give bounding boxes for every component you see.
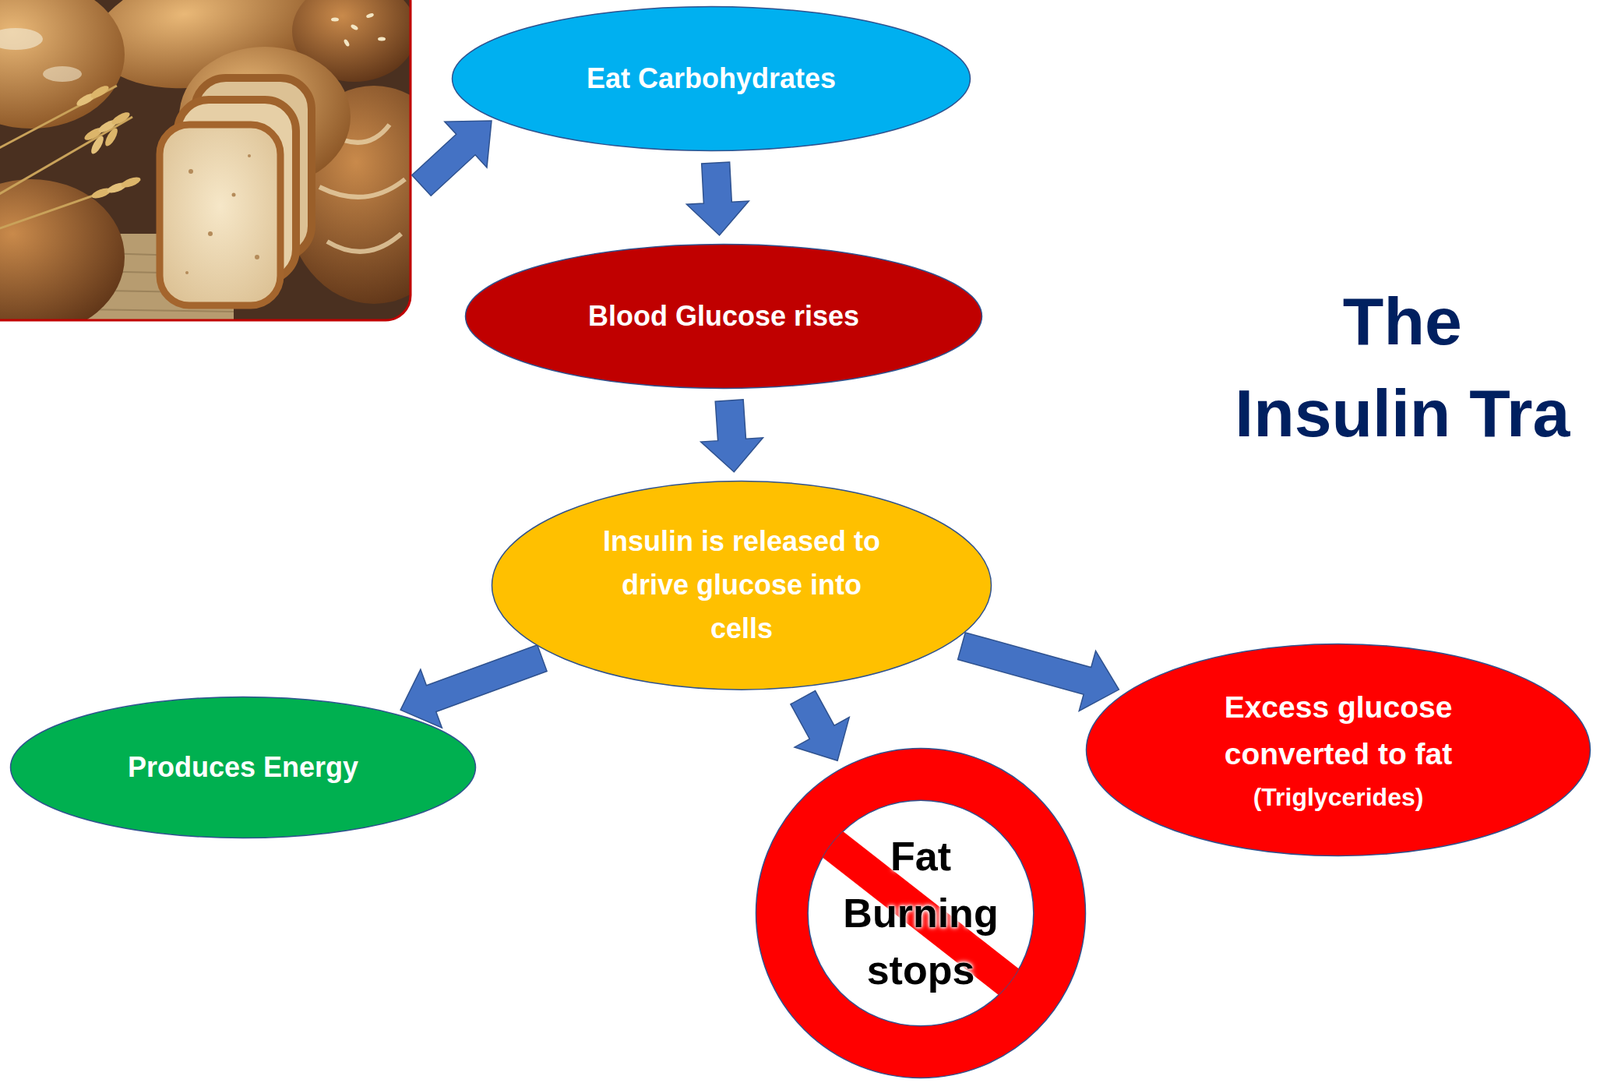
outcome-ellipse: Excess glucose converted to fat(Triglyce… [1085, 642, 1592, 857]
text-block: Excess glucose converted to fat(Triglyce… [1205, 683, 1471, 817]
wheat-stalk [102, 126, 120, 149]
ellipse-outline [452, 7, 971, 152]
ellipse-outline [1086, 644, 1591, 857]
wheat-stalk [109, 109, 132, 127]
bread-photo [0, 0, 411, 321]
process-ellipse: Blood Glucose rises [464, 243, 984, 390]
wheat-stalk [88, 133, 106, 156]
bread-photo [254, 254, 260, 260]
text-block: Produces Energy [127, 749, 359, 786]
block-arrow [686, 162, 749, 236]
bread-photo [188, 169, 194, 174]
prohibition-sign: Fat Burning stops [754, 747, 1087, 1079]
bread-photo [247, 154, 251, 158]
node-label: Produces Energy [127, 749, 359, 786]
text-block: Blood Glucose rises [588, 298, 860, 335]
node-label: Eat Carbohydrates [586, 60, 836, 98]
text-block: Fat Burning stops [842, 828, 998, 998]
bread-photo [0, 28, 43, 50]
bread-photo [342, 38, 350, 47]
sign-slash [818, 828, 1023, 998]
text-block: Eat Carbohydrates [586, 60, 836, 98]
process-ellipse: Eat Carbohydrates [451, 5, 972, 152]
block-arrow [790, 690, 850, 762]
sign-slash [818, 828, 1023, 998]
bread-photo [185, 271, 189, 275]
bread-photo [377, 37, 386, 42]
node-note: (Triglycerides) [1205, 778, 1471, 818]
bread-photo [0, 0, 125, 129]
wheat-stalk [119, 175, 142, 190]
bread-photo [349, 23, 359, 31]
ellipse-outline [492, 480, 992, 690]
node-label: Insulin is released to drive glucose int… [598, 519, 885, 650]
bread-photo [331, 17, 339, 22]
node-label: Blood Glucose rises [588, 298, 860, 335]
bread-photo [159, 124, 281, 306]
bread-photo [365, 12, 374, 19]
wheat-stalk [88, 83, 111, 101]
sign-ring [756, 748, 1086, 1079]
bread-photo [232, 193, 237, 198]
block-arrow [958, 632, 1120, 712]
photo-frame [0, 0, 411, 321]
ellipse-outline [10, 697, 476, 839]
block-arrow [412, 120, 492, 196]
bread-photo [42, 66, 82, 82]
ellipse-outline [465, 244, 983, 389]
process-ellipse: Insulin is released to drive glucose int… [490, 479, 993, 691]
wheat-stalk [0, 85, 141, 234]
node-label: Fat Burning stops [842, 828, 998, 998]
diagram-title: The Insulin Tra [1229, 274, 1576, 459]
outcome-ellipse: Produces Energy [9, 695, 477, 839]
block-arrow [400, 644, 547, 729]
bread-photo [0, 179, 125, 321]
bread-photo [207, 231, 213, 237]
sign-center [807, 800, 1034, 1026]
block-arrow [701, 399, 764, 473]
wheat-stalk [0, 83, 142, 234]
text-block: Insulin is released to drive glucose int… [598, 519, 885, 650]
node-label: Excess glucose converted to fat [1205, 683, 1471, 779]
